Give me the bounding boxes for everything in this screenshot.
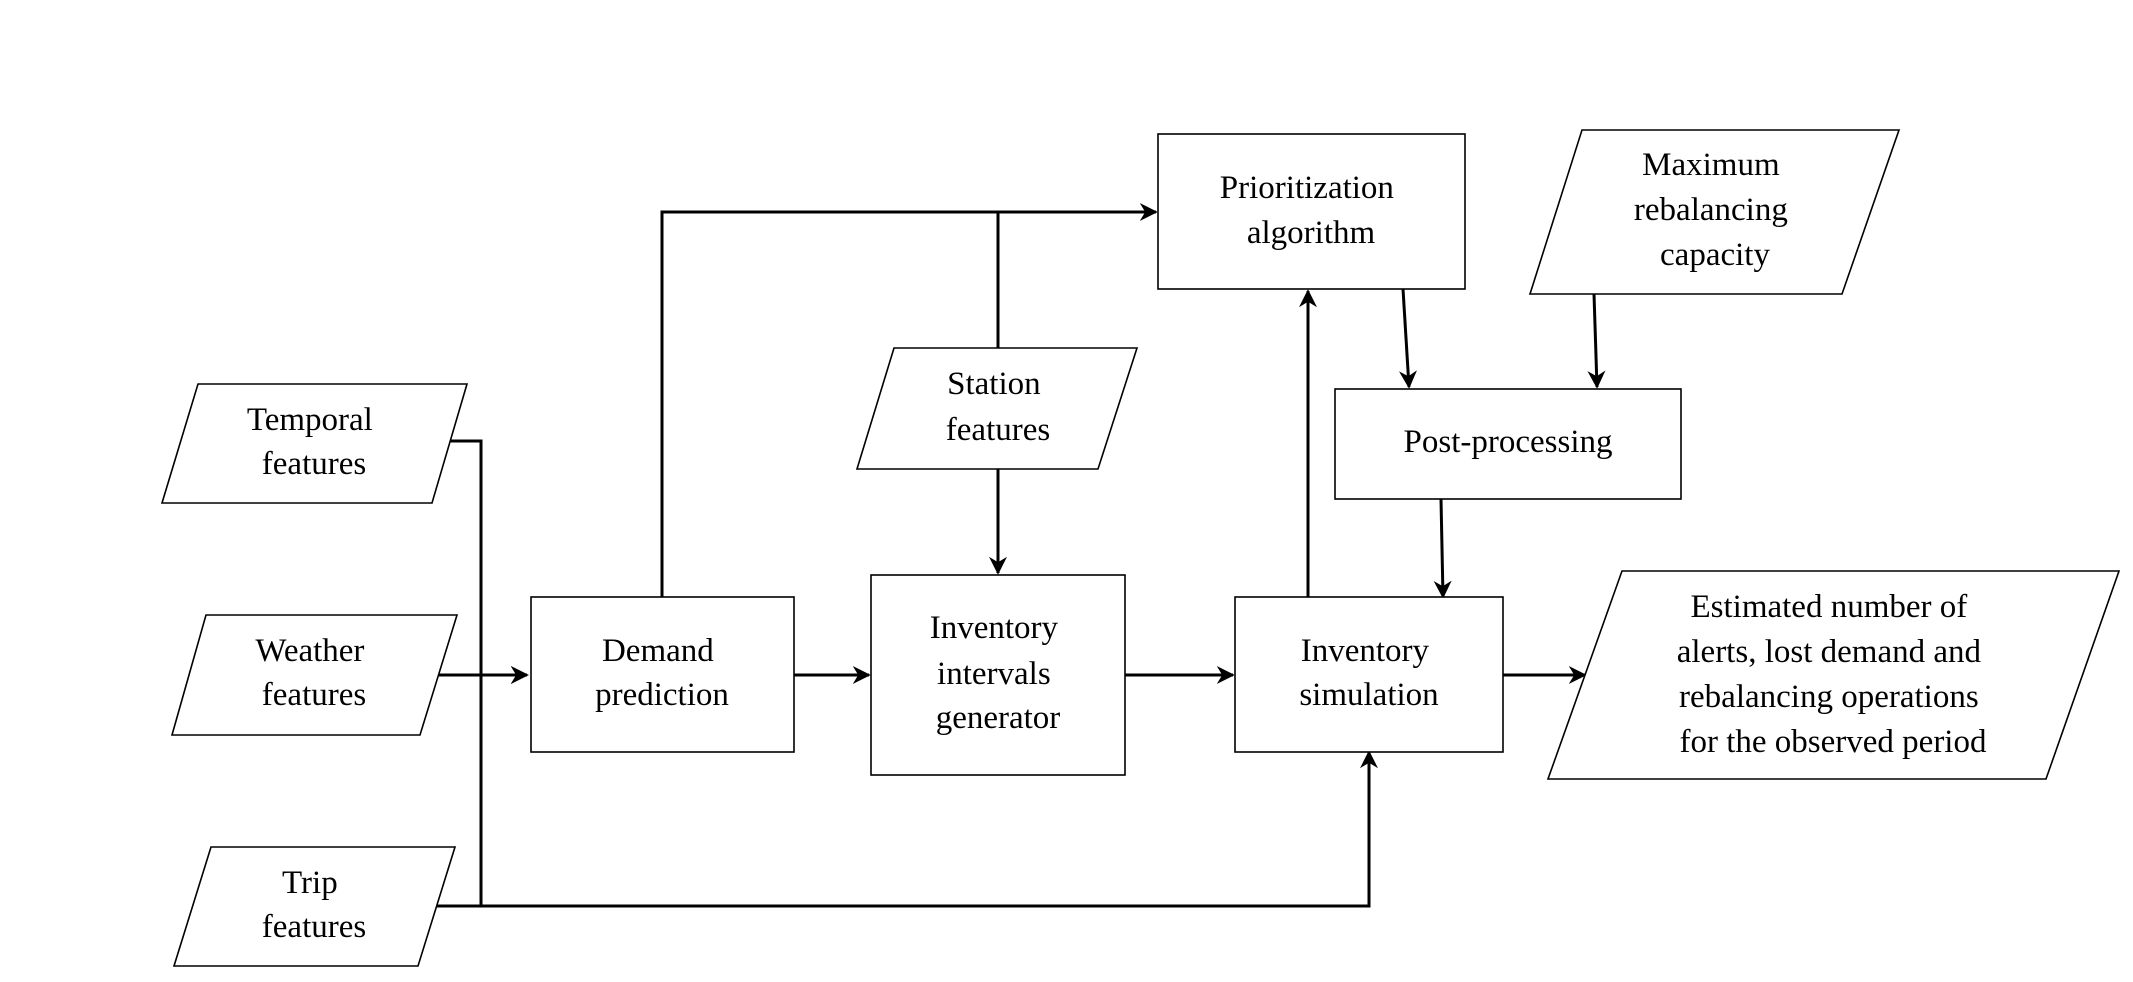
edges — [434, 203, 1606, 908]
node-label-line: Station — [947, 366, 1041, 402]
node-label-line: Estimated number of — [1690, 589, 1967, 625]
process-box — [1334, 388, 1682, 500]
node-maximum-rebalancing-capacity: Maximum rebalancing capacity — [1528, 129, 1901, 295]
output-shape — [1546, 570, 2121, 780]
input-shape — [1528, 129, 1901, 295]
edge-trip-to-simulation — [481, 750, 1378, 908]
node-label-line: simulation — [1299, 677, 1438, 713]
edge-prioritization-to-postprocessing — [1399, 288, 1417, 389]
svg-text:Demand prediction: Demand prediction — [595, 633, 729, 713]
svg-text:Temporal features: Temporal features — [247, 402, 381, 482]
node-label-line: intervals — [937, 656, 1051, 692]
process-box — [1234, 596, 1504, 753]
node-post-processing: Post-processing — [1334, 388, 1682, 500]
node-label-line: Temporal — [247, 402, 373, 438]
edge-capacity-to-postprocessing — [1587, 293, 1606, 389]
process-box — [530, 596, 795, 753]
node-inventory-simulation: Inventory simulation — [1234, 596, 1504, 753]
node-label-line: algorithm — [1247, 215, 1376, 251]
node-station-features: Station features — [855, 347, 1139, 470]
input-shape — [172, 846, 457, 967]
svg-text:Trip features: Trip features — [262, 865, 366, 945]
node-label-line: features — [262, 677, 366, 713]
node-label-line: Inventory — [930, 610, 1059, 646]
node-label-line: rebalancing — [1634, 192, 1788, 228]
node-label-line: features — [262, 909, 366, 945]
process-box — [1157, 133, 1466, 290]
node-label-line: Post-processing — [1404, 424, 1613, 460]
svg-text:Inventory intervals: Inventory intervals generator — [930, 610, 1067, 736]
svg-text:Post-processing: Post-processing — [1404, 424, 1613, 460]
svg-text:Inventory simulation: Inventory simulation — [1299, 633, 1438, 713]
node-demand-prediction: Demand prediction — [530, 596, 795, 753]
node-inventory-intervals-generator: Inventory intervals generator — [870, 574, 1126, 776]
input-shape — [855, 347, 1139, 470]
node-label-line: features — [262, 446, 366, 482]
node-label-line: features — [946, 412, 1050, 448]
node-label-line: rebalancing operations — [1679, 679, 1979, 715]
input-shape — [170, 614, 459, 736]
node-label-line: generator — [936, 700, 1061, 736]
node-trip-features: Trip features — [172, 846, 457, 967]
node-label-line: Prioritization — [1220, 170, 1394, 206]
node-label-line: Inventory — [1301, 633, 1430, 669]
edge-demand-to-prioritization — [660, 203, 1158, 597]
node-weather-features: Weather features — [170, 614, 459, 736]
node-label-line: for the observed period — [1680, 724, 1987, 760]
node-prioritization-algorithm: Prioritization algorithm — [1157, 133, 1466, 290]
node-label-line: alerts, lost demand and — [1677, 634, 1982, 670]
node-label-line: capacity — [1660, 237, 1770, 273]
node-label-line: Trip — [282, 865, 338, 901]
node-estimated-output: Estimated number of alerts, lost demand … — [1546, 570, 2121, 780]
input-shape — [160, 383, 469, 504]
process-box — [870, 574, 1126, 776]
svg-text:Weather features: Weather features — [255, 633, 372, 713]
svg-text:Maximum rebalancing: Maximum rebalancing capacity — [1634, 147, 1796, 273]
svg-text:Prioritization algorithm: Prioritization algorithm — [1220, 170, 1402, 251]
svg-text:Estimated number of aler: Estimated number of alerts, lost demand … — [1677, 589, 1990, 760]
svg-text:Station features: Station features — [946, 366, 1050, 448]
node-label-line: Maximum — [1642, 147, 1780, 183]
node-temporal-features: Temporal features — [160, 383, 469, 504]
edge-postprocessing-to-simulation — [1433, 498, 1452, 599]
node-label-line: Demand — [602, 633, 714, 669]
node-label-line: prediction — [595, 677, 729, 713]
node-label-line: Weather — [255, 633, 364, 669]
edge-temporal-to-demand — [444, 439, 529, 684]
